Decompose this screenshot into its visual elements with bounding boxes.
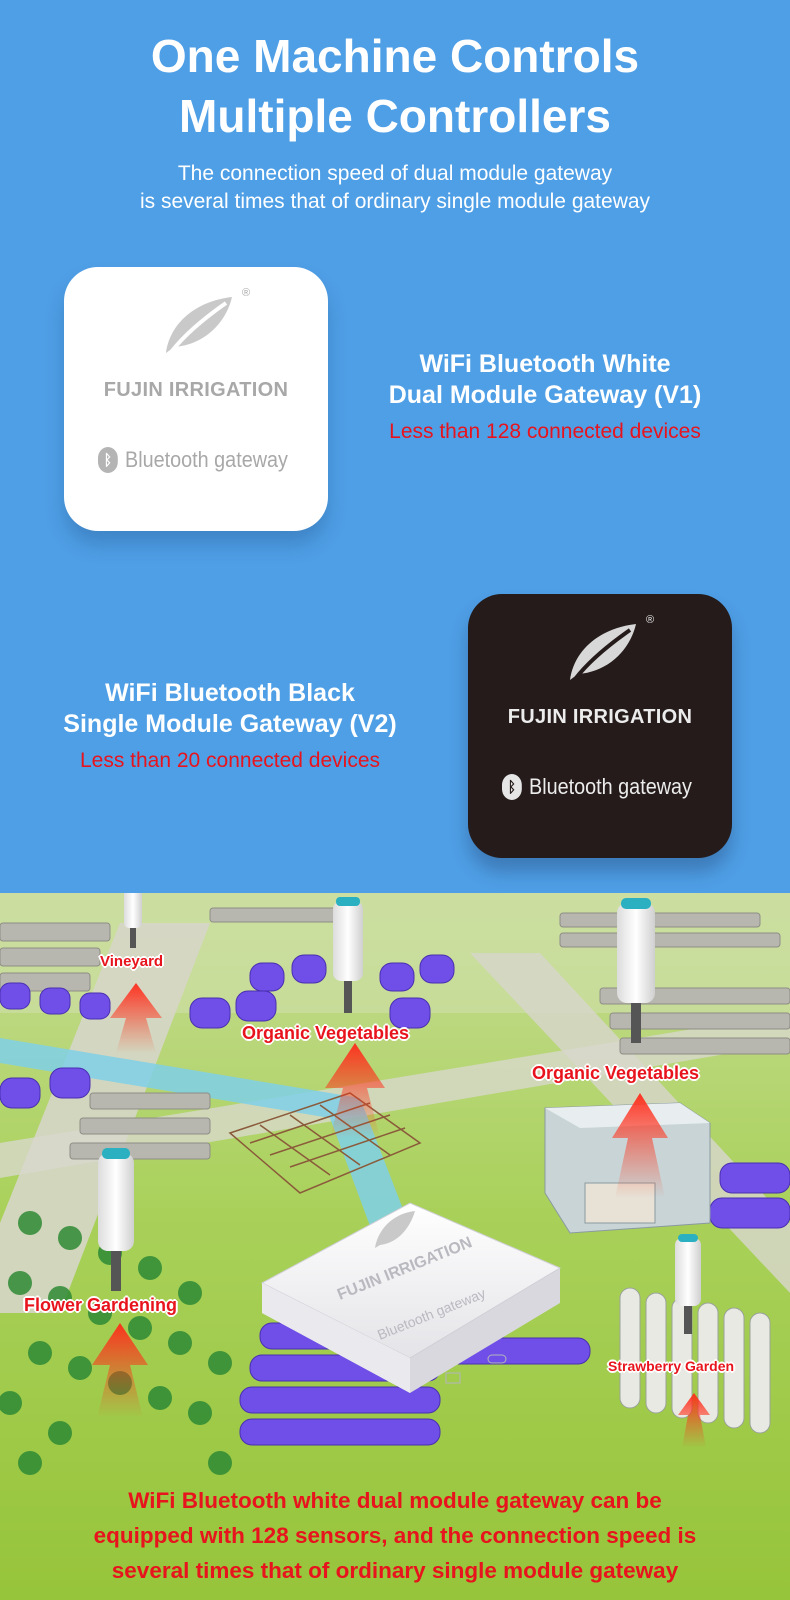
bluetooth-gateway-text: Bluetooth gateway xyxy=(125,447,288,472)
scene-label-organic-vegetables-1: Organic Vegetables xyxy=(242,1023,410,1043)
black-gateway-description: WiFi Bluetooth Black Single Module Gatew… xyxy=(20,678,440,776)
registered-mark: ® xyxy=(646,614,655,626)
headline-line-2: Multiple Controllers xyxy=(179,90,611,142)
page-subtitle: The connection speed of dual module gate… xyxy=(0,160,790,216)
bluetooth-icon: ᛒ xyxy=(98,447,118,473)
subtitle-line-1: The connection speed of dual module gate… xyxy=(177,162,613,185)
farm-scene-illustration: Vineyard Organic Vegetables Organic Vege… xyxy=(0,893,790,1600)
soil-sensors xyxy=(98,893,701,1334)
headline-line-1: One Machine Controls xyxy=(150,30,640,82)
fujin-leaf-logo-icon xyxy=(166,297,232,353)
device-brand-label: FUJIN IRRIGATION xyxy=(507,706,693,728)
fujin-leaf-logo-icon xyxy=(570,624,636,680)
black-gateway-device: ® FUJIN IRRIGATION ᛒ Bluetooth gateway xyxy=(468,594,732,858)
white-gateway-limit: Less than 128 connected devices xyxy=(389,420,701,443)
bluetooth-gateway-label: ᛒ Bluetooth gateway xyxy=(98,447,288,473)
bottom-caption-line-1: WiFi Bluetooth white dual module gateway… xyxy=(128,1488,662,1513)
black-gateway-name-line-2: Single Module Gateway (V2) xyxy=(63,710,397,738)
page-headline: One Machine Controls Multiple Controller… xyxy=(0,26,790,146)
device-brand-label: FUJIN IRRIGATION xyxy=(103,379,289,401)
bottom-caption-line-3: several times that of ordinary single mo… xyxy=(111,1558,679,1583)
black-gateway-name: WiFi Bluetooth Black Single Module Gatew… xyxy=(20,678,440,740)
central-gateway-device xyxy=(260,1202,562,1393)
scene-label-organic-vegetables-2: Organic Vegetables xyxy=(532,1063,700,1083)
black-gateway-name-line-1: WiFi Bluetooth Black xyxy=(105,679,355,707)
signal-arrows xyxy=(92,983,710,1448)
farm-scene-artwork xyxy=(0,893,790,1475)
white-gateway-name-line-2: Dual Module Gateway (V1) xyxy=(388,381,702,409)
scene-label-flower-gardening: Flower Gardening xyxy=(24,1295,178,1315)
white-gateway-name: WiFi Bluetooth White Dual Module Gateway… xyxy=(345,349,745,411)
bluetooth-gateway-text: Bluetooth gateway xyxy=(529,774,692,799)
subtitle-line-2: is several times that of ordinary single… xyxy=(139,190,651,213)
registered-mark: ® xyxy=(242,287,251,299)
bluetooth-gateway-label: ᛒ Bluetooth gateway xyxy=(502,774,692,800)
white-gateway-device: ® FUJIN IRRIGATION ᛒ Bluetooth gateway xyxy=(64,267,328,531)
bottom-caption-line-2: equipped with 128 sensors, and the conne… xyxy=(93,1523,697,1548)
scene-label-strawberry-garden: Strawberry Garden xyxy=(608,1358,735,1374)
white-gateway-name-line-1: WiFi Bluetooth White xyxy=(419,350,671,378)
black-gateway-limit: Less than 20 connected devices xyxy=(79,749,381,772)
white-gateway-description: WiFi Bluetooth White Dual Module Gateway… xyxy=(345,349,745,447)
bluetooth-icon: ᛒ xyxy=(502,774,522,800)
scene-label-vineyard: Vineyard xyxy=(100,953,164,970)
bottom-caption: WiFi Bluetooth white dual module gateway… xyxy=(0,1483,790,1588)
top-section: One Machine Controls Multiple Controller… xyxy=(0,26,790,858)
